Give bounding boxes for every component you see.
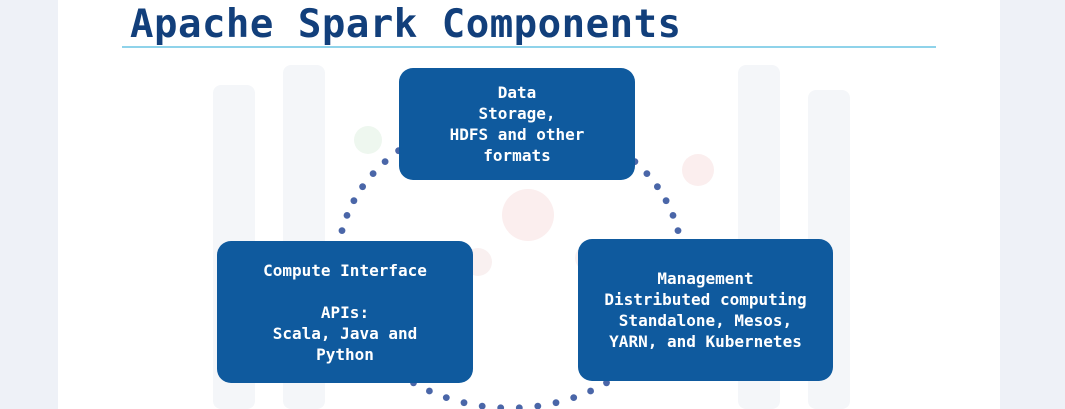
ring-dot — [478, 402, 486, 409]
ring-dot — [426, 387, 433, 395]
ring-dot — [442, 394, 450, 401]
compute-box-line-2: Scala, Java and — [272, 323, 418, 343]
compute-interface-box: Compute Interface APIs: Scala, Java and … — [217, 241, 473, 383]
ring-dot — [552, 399, 560, 407]
ring-dot — [603, 379, 610, 387]
ring-dot — [534, 402, 542, 409]
ring-dot — [643, 170, 651, 178]
compute-box-heading: Compute Interface — [263, 260, 427, 280]
ring-dot — [515, 404, 523, 409]
data-box-line-1: Data — [497, 83, 537, 102]
title-underline — [122, 46, 936, 48]
ring-dot — [343, 212, 351, 219]
ring-dot — [662, 197, 670, 205]
ring-dot — [669, 212, 677, 219]
management-box-line-2: Distributed computing — [604, 290, 807, 309]
data-box-line-4: formats — [483, 146, 551, 165]
compute-box-line-3: Python — [316, 344, 374, 364]
ring-dot — [359, 183, 366, 191]
management-box-line-3: Standalone, Mesos, — [618, 311, 793, 330]
data-storage-box: Data Storage, HDFS and other formats — [399, 68, 635, 180]
ring-dot — [497, 404, 505, 409]
ring-dot — [587, 387, 594, 395]
ring-dot — [369, 170, 377, 178]
data-box-line-2: Storage, — [478, 104, 556, 123]
data-box-line-3: HDFS and other — [449, 125, 585, 144]
slide: Apache Spark Components Data Storage, HD… — [58, 0, 1000, 409]
ring-dot — [674, 227, 682, 235]
ring-dot — [381, 158, 389, 166]
ring-dot — [338, 227, 346, 235]
ring-dot — [570, 394, 578, 401]
management-box-line-1: Management — [657, 269, 754, 288]
ring-dot — [350, 197, 358, 205]
compute-box-line-1: APIs: — [320, 302, 370, 322]
dotted-cycle-ring — [334, 112, 686, 409]
management-box: Management Distributed computing Standal… — [578, 239, 833, 381]
management-box-line-4: YARN, and Kubernetes — [609, 332, 802, 351]
ring-dot — [654, 183, 661, 191]
slide-title: Apache Spark Components — [130, 2, 682, 47]
ring-dot — [460, 399, 468, 407]
